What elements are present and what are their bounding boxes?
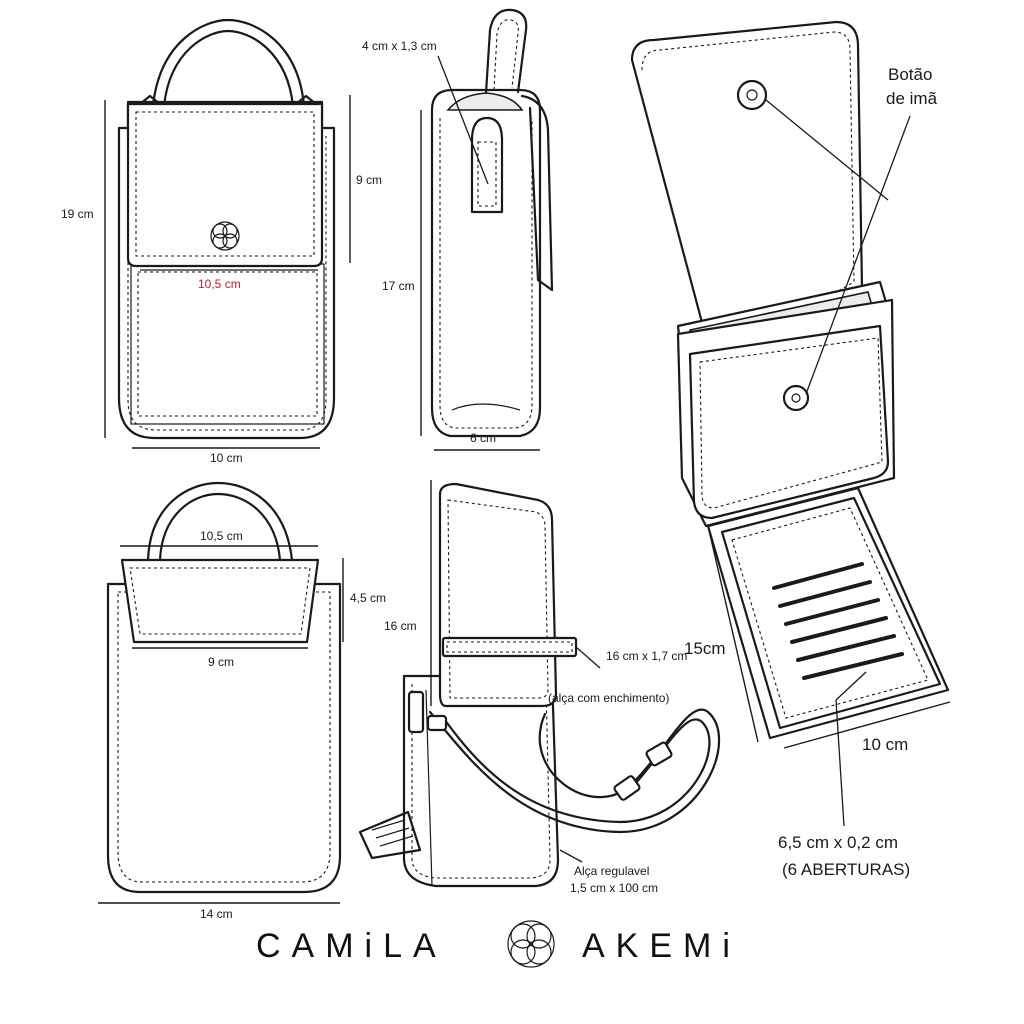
back-width-label: 14 cm	[200, 907, 233, 921]
strap-buckle-icon	[645, 741, 673, 767]
open-side-view: 16 cm 16 cm x 1,7 cm (alça com enchiment…	[358, 480, 720, 895]
front-handle-inner	[162, 29, 295, 108]
open-side-height-label: 16 cm	[384, 619, 417, 633]
strap-hook-icon	[426, 714, 448, 732]
back-top-panel	[120, 558, 320, 644]
front-handle-ring-right	[294, 94, 318, 106]
back-top-width-label: 10,5 cm	[200, 529, 243, 543]
side-handle	[484, 8, 528, 95]
side-depth-label: 6 cm	[470, 431, 496, 445]
back-handle	[146, 481, 294, 562]
side-tab	[470, 116, 504, 214]
adjustable-strap	[428, 708, 720, 834]
back-bottom-width-label: 9 cm	[208, 655, 234, 669]
brand-name-right: AKEMi	[582, 927, 741, 965]
open-height-dim	[707, 525, 759, 743]
front-body	[117, 100, 336, 440]
brand-name-left: CAMiLA	[256, 927, 447, 965]
open-view: Botão de imã 15cm 10 cm 6,5 cm x 0,2 cm …	[630, 20, 951, 879]
open-height-label: 15cm	[684, 639, 726, 658]
front-magnet-logo-icon	[210, 221, 240, 251]
back-body-stitch	[117, 591, 331, 883]
open-width-label: 10 cm	[862, 735, 908, 754]
adj-strap-label: Alça regulavel	[574, 864, 649, 878]
open-width-dim	[783, 701, 951, 749]
side-top-opening	[446, 92, 524, 111]
strap-slider-icon	[613, 775, 641, 801]
magnet-label-1: Botão	[888, 65, 932, 84]
front-view: 19 cm 9 cm 10,5 cm 10 cm	[61, 18, 382, 465]
side-flap-edge	[520, 94, 554, 292]
front-width-label: 10 cm	[210, 451, 243, 465]
front-flap	[126, 102, 324, 268]
front-height-label: 19 cm	[61, 207, 94, 221]
open-upper-flap	[630, 20, 864, 374]
side-body-stitch	[439, 118, 533, 429]
padded-strap-note: (alça com enchimento)	[548, 691, 669, 705]
zipper-pull-icon	[407, 690, 425, 734]
front-flap-stitch	[135, 111, 315, 257]
brand-logo-icon	[507, 920, 555, 968]
front-pocket-stitch	[137, 271, 318, 417]
card-slots	[772, 562, 904, 680]
back-body	[106, 582, 342, 894]
side-view: 4 cm x 1,3 cm 17 cm 6 cm	[362, 8, 554, 451]
pocket-magnet-button-icon	[782, 384, 810, 412]
front-flap-height-label: 9 cm	[356, 173, 382, 187]
brand: CAMiLA AKEMi	[256, 920, 741, 968]
slots-note: (6 ABERTURAS)	[782, 860, 910, 879]
open-pocket-flap	[688, 324, 890, 520]
side-flap-inner	[528, 106, 554, 292]
back-top-height-label: 4,5 cm	[350, 591, 386, 605]
side-body	[430, 88, 542, 438]
adj-strap-dims: 1,5 cm x 100 cm	[570, 881, 658, 895]
front-flap-width-label: 10,5 cm	[198, 277, 241, 291]
open-side-body	[402, 674, 560, 888]
padded-strap-label: 16 cm x 1,7 cm	[606, 649, 687, 663]
magnet-label-2: de imã	[886, 89, 938, 108]
front-handle	[151, 18, 306, 108]
padded-strap-band	[441, 636, 578, 658]
side-bottom-curve	[451, 403, 521, 411]
back-handle-inner	[158, 492, 282, 562]
side-tab-leader	[437, 55, 489, 185]
front-handle-ring-left	[138, 94, 162, 106]
flap-magnet-button-icon	[736, 79, 768, 111]
open-side-back-panel	[438, 482, 558, 708]
slots-label: 6,5 cm x 0,2 cm	[778, 833, 898, 852]
back-view: 10,5 cm 4,5 cm 9 cm 14 cm	[98, 481, 386, 921]
open-side-card-panel	[358, 810, 422, 860]
side-height-label: 17 cm	[382, 279, 415, 293]
side-tab-label: 4 cm x 1,3 cm	[362, 39, 437, 53]
